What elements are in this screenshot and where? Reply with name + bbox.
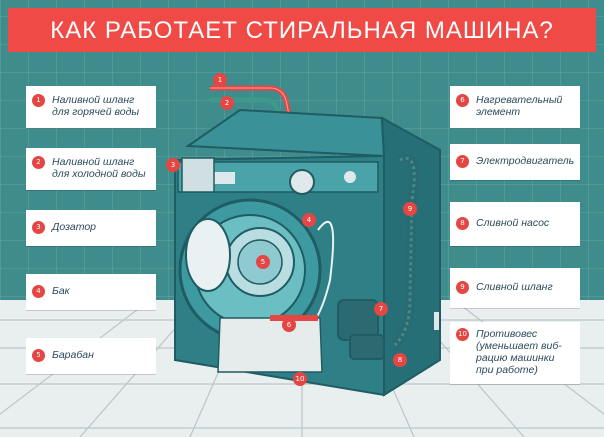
card-text-line: Сливной шланг [476,281,553,293]
marker-5: 5 [256,255,270,269]
card-text-line: (уменьшает виб- [476,340,562,352]
marker-3: 3 [166,158,180,172]
card-number: 9 [456,281,469,294]
label-card-5: 5 Барабан [26,338,156,374]
card-text-line: Электродвигатель [476,155,575,167]
card-number: 2 [32,156,45,169]
marker-4: 4 [302,213,316,227]
card-text-line: Наливной шланг [52,156,135,168]
label-card-10: 10 Противовес (уменьшает виб- рацию маши… [450,322,580,384]
card-number: 5 [32,349,45,362]
card-number: 4 [32,285,45,298]
card-text-line: элемент [476,106,521,118]
label-card-2: 2 Наливной шланг для холодной воды [26,148,156,190]
card-number: 8 [456,217,469,230]
card-text-line: Нагревательный [476,94,563,106]
marker-8: 8 [393,353,407,367]
marker-2: 2 [220,96,234,110]
card-text-line: Барабан [52,349,94,361]
card-text-line: при работе) [476,364,538,376]
card-text-line: Наливной шланг [52,94,135,106]
card-text-line: Сливной насос [476,217,550,229]
label-card-9: 9 Сливной шланг [450,268,580,308]
card-text-line: для горячей воды [52,106,140,118]
marker-7: 7 [374,302,388,316]
marker-9: 9 [403,202,417,216]
label-card-4: 4 Бак [26,274,156,310]
card-number: 7 [456,155,469,168]
label-card-1: 1 Наливной шланг для горячей воды [26,86,156,128]
marker-1: 1 [213,73,227,87]
label-card-6: 6 Нагревательный элемент [450,86,580,128]
card-number: 1 [32,94,45,107]
marker-6: 6 [282,318,296,332]
card-text-line: Противовес [476,328,538,340]
card-text-line: Бак [52,285,70,297]
label-card-8: 8 Сливной насос [450,202,580,246]
label-card-7: 7 Электродвигатель [450,144,580,180]
page-title: КАК РАБОТАЕТ СТИРАЛЬНАЯ МАШИНА? [50,17,554,44]
card-number: 10 [456,328,469,341]
marker-10: 10 [293,372,307,386]
title-banner: КАК РАБОТАЕТ СТИРАЛЬНАЯ МАШИНА? [8,8,596,52]
card-text-line: рацию машинки [476,352,555,364]
label-card-3: 3 Дозатор [26,210,156,246]
card-text-line: Дозатор [52,221,97,233]
card-number: 3 [32,221,45,234]
card-number: 6 [456,94,469,107]
card-text-line: для холодной воды [52,168,146,180]
